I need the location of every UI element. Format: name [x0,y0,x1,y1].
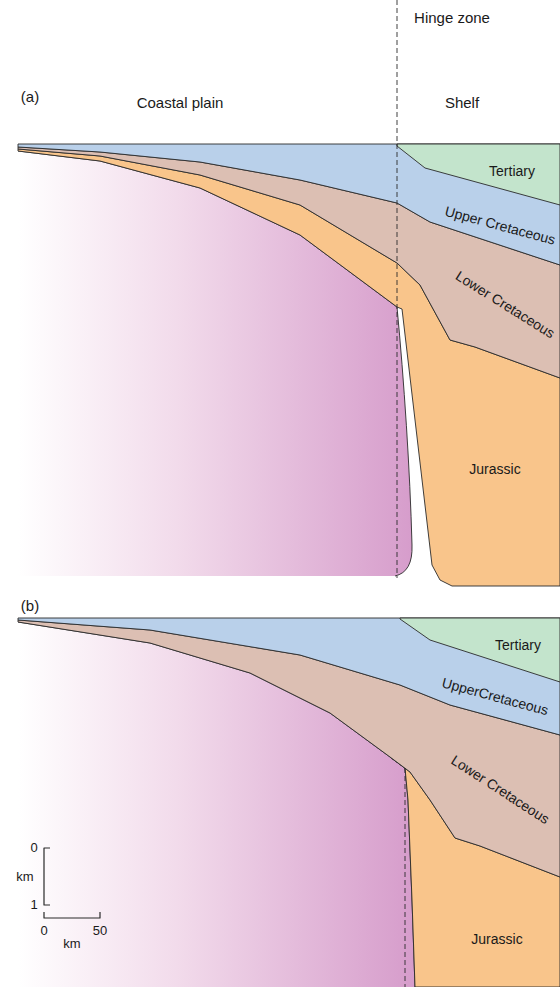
stratum-label: Lower Cretaceous [448,753,552,828]
scale-value: 50 [93,924,107,938]
upper-cretaceous-layer [18,618,560,735]
stratum-label: Jurassic [469,462,520,477]
stratum-label: Tertiary [495,638,541,653]
stratum-label: UpperCretaceous [440,675,550,718]
panel-label: (b) [21,598,39,615]
region-label: Shelf [445,95,479,112]
stratum-label: Upper Cretaceous [443,204,557,248]
jurassic-layer [18,149,560,586]
stratum-label: Jurassic [471,932,522,947]
tertiary-layer [397,144,560,205]
scale-unit: km [63,937,80,951]
stratum-label: Lower Cretaceous [453,268,558,341]
scale-value: 0 [30,841,37,855]
zone-label: Hinge zone [414,10,490,27]
hinge-line [405,768,406,987]
scale-value: 1 [30,898,37,912]
stratum-label: Tertiary [489,164,535,179]
hinge-line [397,0,398,578]
region-label: Coastal plain [137,95,224,112]
upper-cretaceous-layer [18,144,560,265]
scale-value: 0 [40,924,47,938]
vertical-scale-bar [44,848,50,905]
scale-unit: km [16,870,33,884]
panel-label: (a) [21,89,39,106]
tertiary-layer [400,618,560,682]
horizontal-scale-bar [44,912,100,918]
